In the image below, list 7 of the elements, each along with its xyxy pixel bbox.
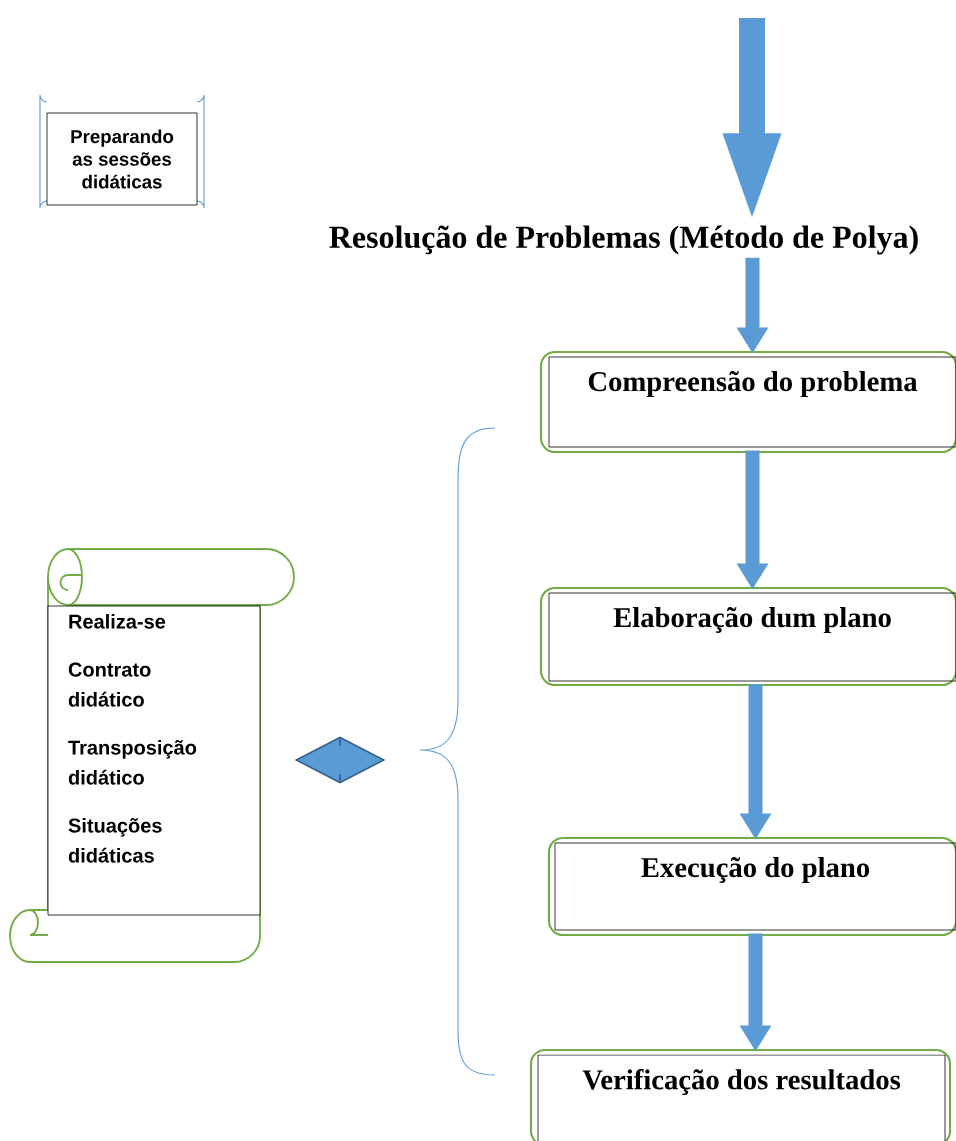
step-box: Elaboração dum plano (539, 586, 956, 687)
title: Resolução de Problemas (Método de Polya) (329, 225, 918, 255)
step-box: Verificação dos resultados (529, 1048, 952, 1141)
scroll-box: Realiza-se Contrato didático Transposição didático Situações didáticas (9, 548, 295, 963)
text-box: Preparando as sessões didáticas (39, 94, 205, 209)
step-box: Compreensão do problema (539, 350, 956, 454)
step-box: Execução do plano (547, 836, 956, 937)
